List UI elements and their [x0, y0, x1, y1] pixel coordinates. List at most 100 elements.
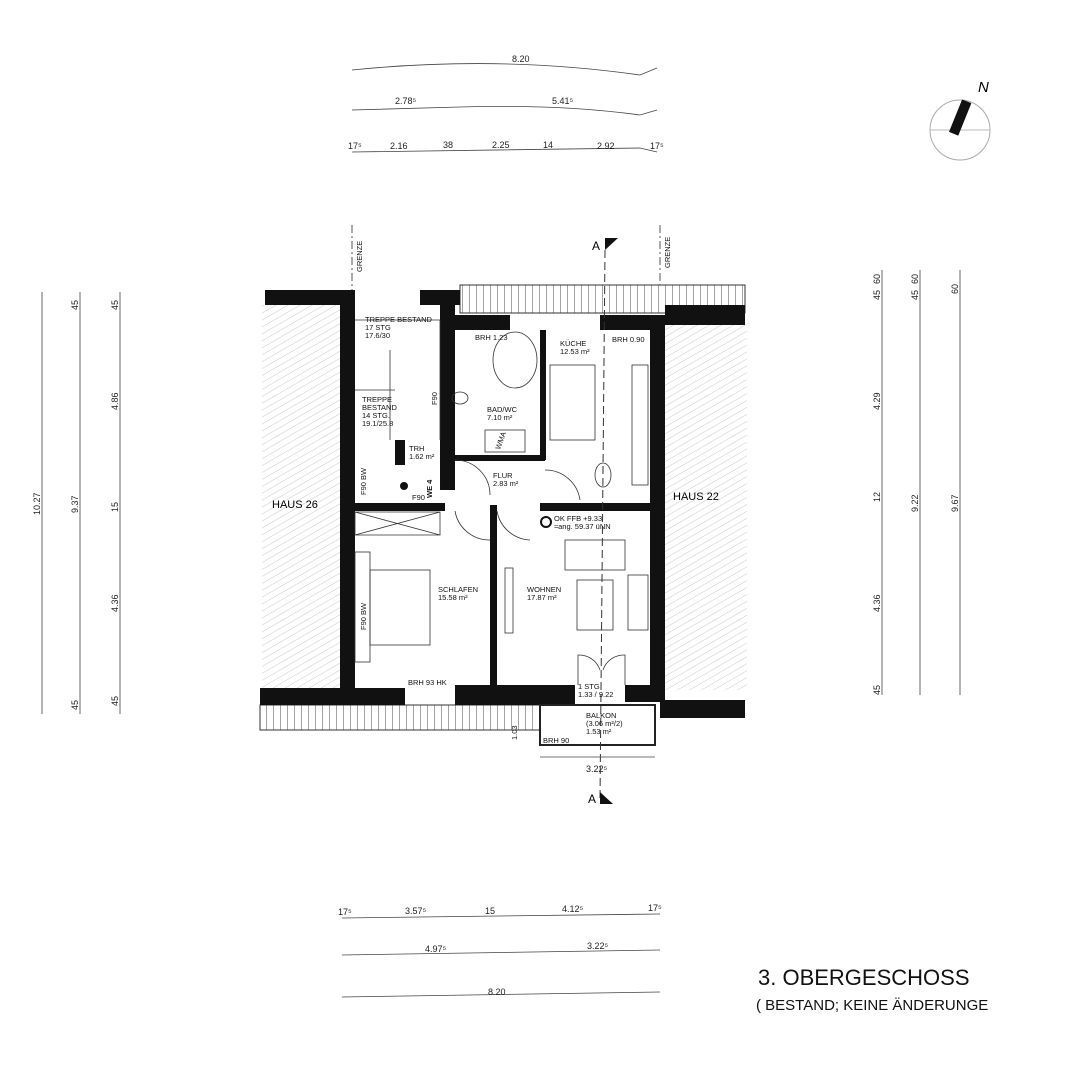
- left-dimensions: 10.27 9.37 45 45 45 4.86 15 4.36 45: [32, 292, 121, 714]
- coffee-table: [576, 579, 614, 631]
- plan-label: WOHNEN: [527, 585, 561, 594]
- plan-label: 9.37: [70, 495, 80, 513]
- plan-label: BAD/WC: [487, 405, 518, 414]
- plan-label: 4.36: [110, 594, 120, 612]
- bottom-dimensions: 17⁵ 3.57⁵ 15 4.12⁵ 17⁵ 4.97⁵ 3.22⁵ 8.20: [338, 903, 662, 998]
- plan-label: 12.53 m²: [560, 347, 590, 356]
- plan-label: 3.57⁵: [405, 906, 427, 916]
- door-swing: [454, 459, 491, 496]
- plan-label: 4.36: [872, 594, 882, 612]
- plan-label: 45: [70, 300, 80, 310]
- haus-26-area: [262, 305, 342, 690]
- plan-label: 45: [910, 290, 920, 300]
- plan-label: WE 4: [425, 479, 434, 498]
- plan-label: 15: [485, 906, 495, 916]
- plan-label: 45: [872, 685, 882, 695]
- plan-label: GRENZE: [355, 241, 364, 272]
- plan-label: 1.53 m²: [586, 727, 612, 736]
- plan-label: 60: [950, 284, 960, 294]
- plan-label: 17 STG: [365, 323, 391, 332]
- plan-label: ≈ang. 59.37 üNN: [554, 522, 611, 531]
- plan-label: BRH 93 HK: [408, 678, 447, 687]
- plan-label: 2.25: [492, 140, 510, 150]
- plan-label: KÜCHE: [560, 339, 586, 348]
- plan-label: 2.83 m²: [493, 479, 519, 488]
- plan-label: 4.97⁵: [425, 944, 447, 954]
- door-swing: [496, 510, 531, 541]
- plan-label: 4.86: [110, 392, 120, 410]
- plan-label: TREPPE BESTAND: [365, 315, 433, 324]
- door-swing: [454, 510, 491, 541]
- section-marker-bottom: A: [588, 792, 596, 806]
- plan-label: 7.10 m²: [487, 413, 513, 422]
- plan-label: F90 BW: [359, 602, 368, 630]
- plan-label: 17⁵: [650, 141, 664, 151]
- plan-label: 9.67: [950, 494, 960, 512]
- plan-label: F90: [412, 493, 425, 502]
- section-marker-top: A: [592, 239, 600, 253]
- plan-label: 1.33 / 9.22: [578, 690, 613, 699]
- boundary-lines: GRENZE GRENZE A A: [351, 225, 672, 806]
- plan-label: 3.22⁵: [586, 764, 608, 774]
- plan-label: 1.03: [510, 725, 519, 740]
- plan-label: 5.41⁵: [552, 96, 574, 106]
- plan-label: 17.87 m²: [527, 593, 557, 602]
- walls: [260, 290, 745, 718]
- balcony: [539, 704, 656, 746]
- plan-label: 2.78⁵: [395, 96, 417, 106]
- plan-label: 19.1/25.8: [362, 419, 393, 428]
- plan-label: GRENZE: [663, 237, 672, 268]
- plan-label: BRH 1.23: [475, 333, 508, 342]
- plan-label: 17⁵: [348, 141, 362, 151]
- plan-label: 45: [110, 696, 120, 706]
- plan-label: 2.92: [597, 141, 615, 151]
- level-marker-icon: [540, 516, 552, 528]
- plan-label: 12: [872, 492, 882, 502]
- plan-label: 4.12⁵: [562, 904, 584, 914]
- bed: [369, 569, 431, 646]
- plan-label: BALKON: [586, 711, 616, 720]
- plan-label: DS: [441, 478, 450, 488]
- plan-label: 14 STG.: [362, 411, 390, 420]
- plan-label: TRH: [409, 444, 424, 453]
- plan-label: 8.20: [512, 54, 530, 64]
- top-dimensions: 8.20 2.78⁵ 5.41⁵ 17⁵ 2.16 38 2.25 14 2.9…: [348, 54, 664, 153]
- plan-label: 60: [910, 274, 920, 284]
- toilet-icon: [451, 391, 469, 405]
- plan-label: 17⁵: [648, 903, 662, 913]
- plan-label: (3.06 m²/2): [586, 719, 623, 728]
- roof-eave-bottom: [259, 704, 541, 731]
- plan-label: F90: [430, 392, 439, 405]
- plan-label: 45: [110, 300, 120, 310]
- plan-label: BRH 0.90: [612, 335, 645, 344]
- plan-label: 60: [872, 274, 882, 284]
- door-swing: [544, 469, 581, 501]
- balcony-door: [577, 654, 626, 685]
- plan-label: 17⁵: [338, 907, 352, 917]
- wardrobe: [354, 511, 441, 536]
- haus-22-area: [665, 325, 747, 690]
- plan-label: BESTAND: [362, 403, 397, 412]
- plan-label: N: [978, 79, 989, 96]
- floor-subtitle: ( BESTAND; KEINE ÄNDERUNGE: [756, 997, 988, 1014]
- plan-label: 14: [543, 140, 553, 150]
- plan-label: 15: [110, 502, 120, 512]
- plan-label: SCHLAFEN: [438, 585, 478, 594]
- plan-label: 8.20: [488, 987, 506, 997]
- haus-22-label: HAUS 22: [673, 491, 719, 503]
- plan-label: 38: [443, 140, 453, 150]
- kitchen-counter: [631, 364, 649, 486]
- plan-label: FLUR: [493, 471, 513, 480]
- north-arrow-icon: N: [929, 79, 991, 161]
- plan-label: 3.22⁵: [587, 941, 609, 951]
- washing-machine-icon: [484, 429, 526, 453]
- plan-label: 4.29: [872, 392, 882, 410]
- dining-table: [549, 364, 596, 441]
- plan-label: BRH 90: [543, 736, 569, 745]
- plan-label: 1.62 m²: [409, 452, 435, 461]
- right-dimensions: 45 60 4.29 12 4.36 45 45 60 9.22 60 9.67: [872, 270, 961, 695]
- plan-label: 45: [872, 290, 882, 300]
- plan-label: 2.16: [390, 141, 408, 151]
- room-labels: TREPPE BESTAND 17 STG 17.6/30 TREPPE BES…: [359, 315, 655, 774]
- haus-26-label: HAUS 26: [272, 499, 318, 511]
